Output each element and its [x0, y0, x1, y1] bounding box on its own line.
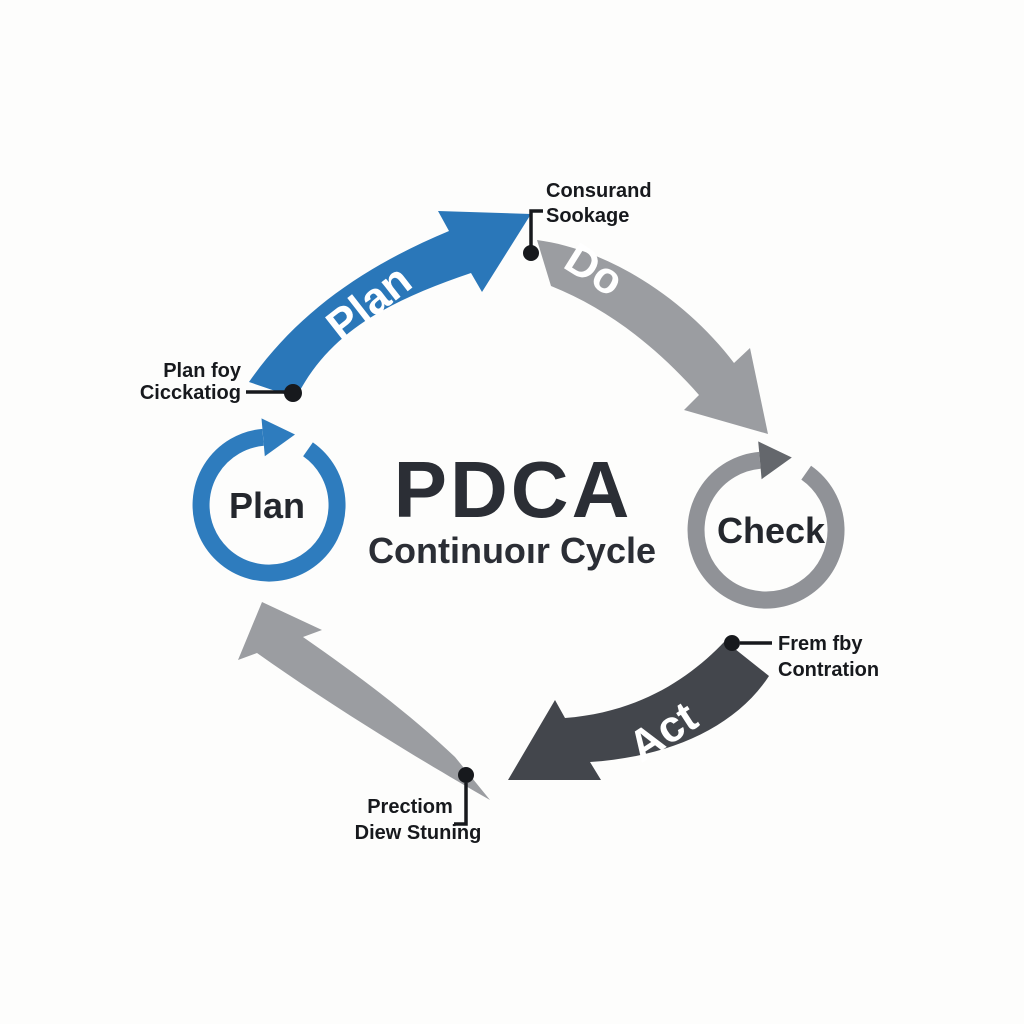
diagram-subtitle: Continuoır Cycle [368, 530, 656, 571]
callout-bottom-line [454, 783, 468, 826]
callout-right: Frem fby Contration [724, 633, 879, 681]
check-ring-arrowhead-icon [758, 441, 792, 480]
callout-left-label-line2: Cicckatiog [140, 382, 241, 404]
callout-top-dot [523, 245, 539, 261]
callout-top-label-line2: Sookage [546, 205, 629, 227]
do-arrow [537, 240, 768, 434]
callout-bottom: Prectiom Diew Stuning [355, 767, 482, 844]
callout-right-label-line1: Frem fby [778, 633, 863, 655]
callout-top-line [529, 209, 543, 252]
callout-bottom-label-line1: Prectiom [367, 796, 453, 818]
check-ring [687, 451, 845, 609]
callout-bottom-dot [458, 767, 474, 783]
diagram-title: PDCA [394, 445, 633, 534]
callout-left: Plan foy Cicckatiog [140, 360, 302, 404]
callout-top-label-line1: Consurand [546, 180, 652, 202]
plan-ring-arrowhead-icon [261, 418, 295, 457]
act-arrow [508, 641, 769, 780]
check-node-label: Check [717, 510, 826, 551]
plan-arrow [249, 211, 531, 398]
plan-ring [192, 428, 346, 582]
callout-top: Consurand Sookage [523, 180, 652, 261]
check-node: Check [687, 441, 845, 609]
callout-right-label-line2: Contration [778, 659, 879, 681]
return-arrow [238, 602, 490, 800]
callout-left-label-line1: Plan foy [163, 360, 242, 382]
plan-node: Plan [192, 418, 346, 582]
plan-node-label: Plan [229, 485, 305, 526]
callout-left-dot [284, 384, 302, 402]
callout-bottom-label-line2: Diew Stuning [355, 822, 482, 844]
callout-right-dot [724, 635, 740, 651]
